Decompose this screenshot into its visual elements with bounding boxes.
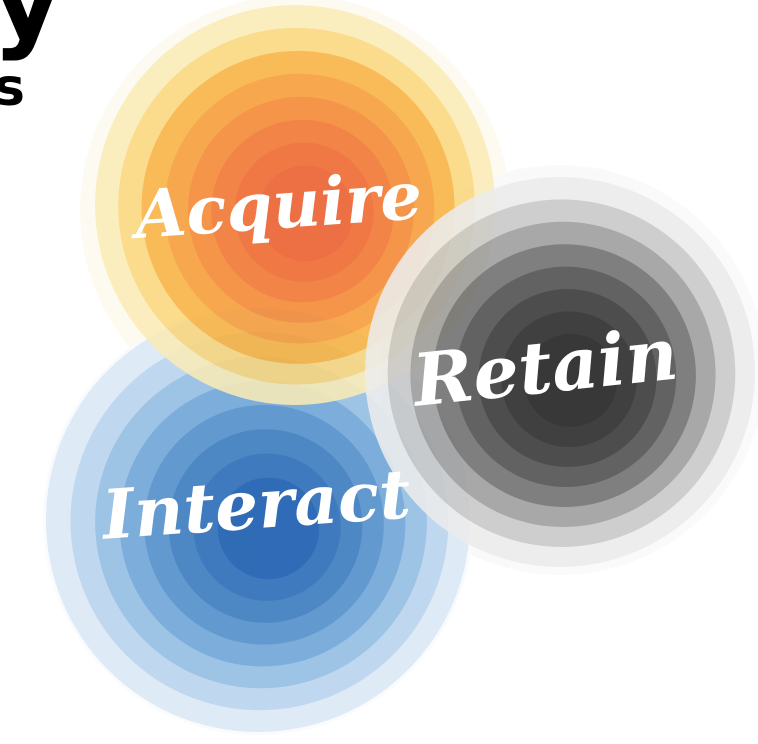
- retain-ring: [523, 333, 618, 427]
- interact-ring: [217, 477, 320, 580]
- acquire-ring: [257, 165, 354, 262]
- interact-circle: [46, 308, 470, 732]
- header-line-1: y: [0, 0, 69, 63]
- retain-circle: [365, 177, 755, 567]
- header-line-2: s: [0, 58, 25, 118]
